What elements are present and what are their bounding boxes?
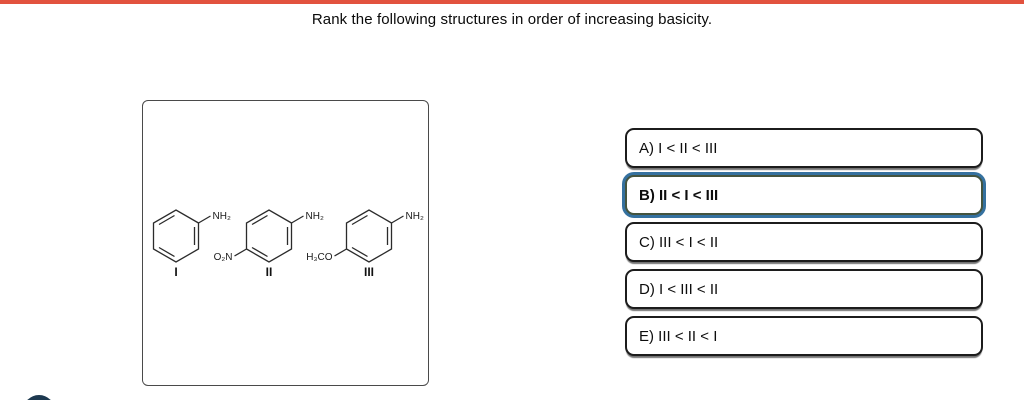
double-bond: [351, 246, 368, 258]
top-accent-bar: [0, 0, 1024, 4]
answer-options: A) I < II < III B) II < I < III C) III <…: [625, 128, 983, 356]
double-bond: [158, 246, 175, 258]
answer-option-e[interactable]: E) III < II < I: [625, 316, 983, 356]
amine-label: NH₂: [406, 211, 424, 222]
double-bond: [251, 214, 268, 226]
answer-option-b[interactable]: B) II < I < III: [625, 175, 983, 215]
bottom-left-circle-button[interactable]: [23, 395, 55, 400]
answer-option-a[interactable]: A) I < II < III: [625, 128, 983, 168]
molecule-svg-nitroaniline: NH₂ O₂N: [214, 209, 324, 263]
benzene-ring: [345, 209, 393, 263]
question-text: Rank the following structures in order o…: [311, 11, 713, 28]
double-bond: [251, 246, 268, 258]
substituent-bond: [334, 248, 347, 257]
double-bond: [158, 214, 175, 226]
amine-bond: [198, 215, 211, 224]
structures-panel: NH₂ I NH₂ O₂N II NH₂ H₃CO III: [142, 100, 429, 386]
double-bond: [351, 214, 368, 226]
molecule-svg-aniline: NH₂: [152, 209, 231, 263]
amine-label: NH₂: [306, 211, 324, 222]
substituent-label: H₃CO: [306, 252, 333, 263]
structure-label: II: [265, 265, 273, 279]
molecule-svg-methoxyaniline: NH₂ H₃CO: [306, 209, 424, 263]
substituent-bond: [234, 248, 247, 257]
amine-bond: [391, 215, 404, 224]
answer-option-d[interactable]: D) I < III < II: [625, 269, 983, 309]
answer-option-c[interactable]: C) III < I < II: [625, 222, 983, 262]
structure-label: III: [363, 265, 374, 279]
amine-label: NH₂: [213, 211, 231, 222]
amine-bond: [291, 215, 304, 224]
benzene-ring: [245, 209, 293, 263]
substituent-label: O₂N: [214, 252, 233, 263]
structure-label: I: [174, 265, 178, 279]
benzene-ring: [152, 209, 200, 263]
